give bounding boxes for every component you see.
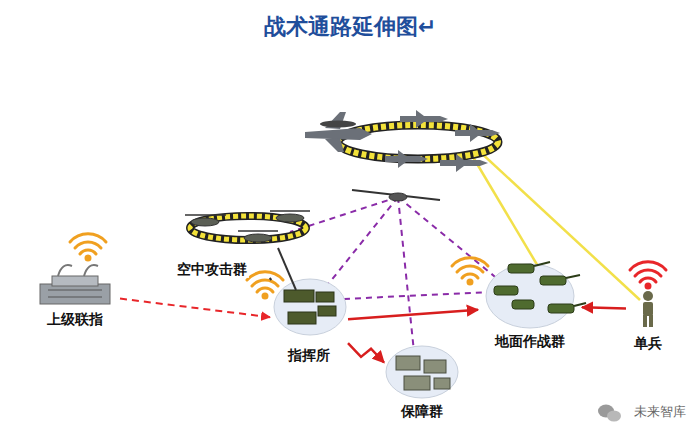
command-building bbox=[40, 265, 110, 304]
link-connector bbox=[270, 278, 272, 280]
signal-icon bbox=[70, 234, 666, 298]
link-connector bbox=[582, 307, 626, 308]
unit-label: 指挥所 bbox=[286, 346, 332, 364]
link-connector bbox=[348, 343, 384, 362]
unit-label: 上级联指 bbox=[45, 310, 105, 328]
unit-node: 空中攻击群 bbox=[165, 212, 315, 278]
support-group bbox=[386, 346, 458, 398]
link-connector bbox=[120, 299, 270, 318]
unit-label: 保障群 bbox=[399, 402, 445, 420]
ground-group bbox=[486, 262, 586, 328]
watermark-icon bbox=[598, 405, 621, 422]
watermark-text: 未来智库 bbox=[634, 403, 686, 421]
unit-node: 指挥所 bbox=[270, 280, 348, 364]
unit-node: 保障群 bbox=[384, 346, 460, 420]
soldier-figure bbox=[643, 291, 653, 327]
unit-label: 地面作战群 bbox=[493, 332, 567, 350]
unit-node: 单兵 bbox=[626, 266, 670, 352]
unit-node: 上级联指 bbox=[30, 258, 120, 328]
aircraft-group bbox=[305, 110, 500, 172]
unit-node: 地面作战群 bbox=[478, 262, 582, 350]
link-connector bbox=[348, 310, 478, 319]
unit-label: 单兵 bbox=[632, 334, 664, 352]
diagram-title: 战术通路延伸图↵ bbox=[0, 12, 700, 42]
helicopter-group bbox=[185, 211, 310, 242]
unit-label: 空中攻击群 bbox=[175, 260, 249, 278]
command-post bbox=[274, 248, 346, 335]
relay-helicopter bbox=[352, 190, 440, 201]
